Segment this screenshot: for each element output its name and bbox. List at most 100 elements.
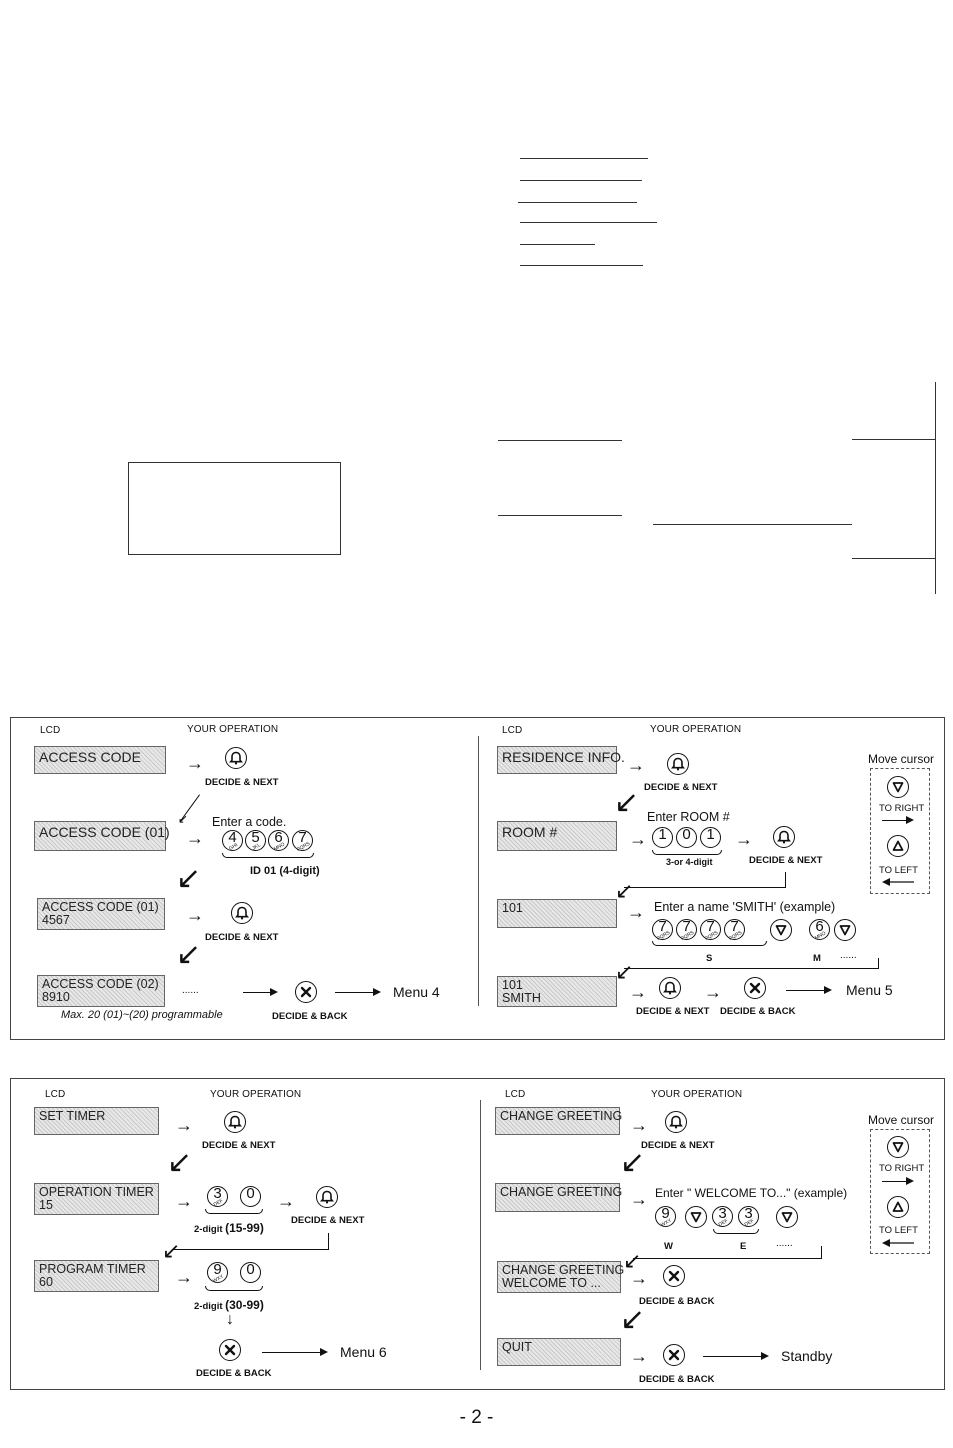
blank-line (498, 515, 622, 516)
letter-brace (713, 1229, 759, 1234)
down-triangle-icon[interactable] (685, 1206, 707, 1228)
blank-line (520, 222, 657, 223)
decide-next-label: DECIDE & NEXT (749, 855, 823, 866)
operation-header: YOUR OPERATION (210, 1089, 302, 1100)
operation-header: YOUR OPERATION (651, 1089, 743, 1100)
return-line (633, 1246, 822, 1259)
letter-e: E (740, 1241, 747, 1252)
enter-name-text: Enter a name 'SMITH' (example) (654, 900, 836, 914)
decide-back-label: DECIDE & BACK (720, 1006, 796, 1017)
key-0-icon[interactable]: 0 (240, 1186, 261, 1207)
bell-icon[interactable] (225, 747, 247, 769)
empty-box (128, 462, 341, 555)
panel-divider (480, 1100, 481, 1370)
lcd-header: LCD (505, 1089, 526, 1100)
standby-label: Standby (781, 1348, 833, 1364)
return-line (624, 958, 879, 969)
blank-line (852, 558, 936, 559)
bell-icon[interactable] (231, 902, 253, 924)
digit-brace (205, 1286, 263, 1291)
key-1-icon[interactable]: 1 (652, 827, 673, 848)
cancel-x-icon[interactable] (219, 1339, 241, 1361)
menu-5-label: Menu 5 (846, 982, 893, 998)
to-left-label: TO LEFT (879, 865, 918, 876)
arrow-right: → (175, 1115, 193, 1135)
arrow-right: → (630, 1115, 648, 1135)
long-arrow (786, 986, 832, 994)
up-triangle-icon[interactable] (887, 835, 909, 857)
arrow-right: → (630, 1268, 648, 1288)
bell-icon[interactable] (316, 1186, 338, 1208)
arrow-right: → (735, 829, 753, 849)
cancel-x-icon[interactable] (295, 981, 317, 1003)
arrow-right: → (277, 1191, 295, 1211)
key-0-icon[interactable]: 0 (240, 1262, 261, 1283)
bell-icon[interactable] (659, 977, 681, 999)
digit-brace (222, 853, 314, 858)
key-0-icon[interactable]: 0 (676, 827, 697, 848)
blank-line (520, 244, 595, 245)
arrow-right: → (627, 755, 645, 775)
down-triangle-icon[interactable] (776, 1206, 798, 1228)
cancel-x-icon[interactable] (663, 1344, 685, 1366)
right-arrow (882, 816, 914, 824)
menu-4-label: Menu 4 (393, 984, 440, 1000)
return-line (624, 872, 786, 888)
bell-icon[interactable] (224, 1111, 246, 1133)
down-left-arrow: ↙ (176, 862, 202, 895)
room-digit-label: 3-or 4-digit (666, 857, 713, 867)
arrow-right: → (704, 982, 722, 1002)
blank-line (520, 265, 643, 266)
letter-m: M (813, 953, 821, 964)
long-arrow (262, 1348, 328, 1356)
decide-back-label: DECIDE & BACK (196, 1368, 272, 1379)
down-triangle-icon[interactable] (887, 1136, 909, 1158)
lcd-change-greeting: CHANGE GREETING (495, 1107, 622, 1135)
panel-divider (478, 736, 479, 1006)
lcd-access-code-01-value: ACCESS CODE (01)4567 (37, 898, 165, 930)
up-triangle-icon[interactable] (887, 1196, 909, 1218)
continue-dots: ...... (776, 1238, 793, 1249)
arrow-head: ↙ (162, 1238, 181, 1263)
arrow-right: → (186, 905, 204, 925)
letter-brace (652, 941, 767, 946)
lcd-set-timer: SET TIMER (34, 1107, 159, 1135)
digit-brace (205, 1209, 263, 1214)
down-triangle-icon[interactable] (887, 776, 909, 798)
key-1-icon[interactable]: 1 (700, 827, 721, 848)
arrow-head: ↙ (623, 1248, 642, 1273)
letter-w: W (664, 1241, 673, 1252)
arrow-right: → (186, 828, 204, 848)
arrow-down: ↓ (226, 1311, 234, 1328)
bell-icon[interactable] (665, 1111, 687, 1133)
bell-icon[interactable] (773, 826, 795, 848)
to-right-label: TO RIGHT (879, 803, 925, 814)
cancel-x-icon[interactable] (744, 977, 766, 999)
decide-back-label: DECIDE & BACK (639, 1296, 715, 1307)
enter-greeting-text: Enter " WELCOME TO..." (example) (655, 1186, 848, 1200)
operation-header: YOUR OPERATION (650, 724, 742, 735)
bell-icon[interactable] (667, 753, 689, 775)
down-triangle-icon[interactable] (770, 919, 792, 941)
max-programmable-note: Max. 20 (01)~(20) programmable (61, 1009, 223, 1021)
cancel-x-icon[interactable] (663, 1265, 685, 1287)
down-triangle-icon[interactable] (834, 919, 856, 941)
arrow-right: → (627, 902, 645, 922)
lcd-room-number: ROOM # (497, 821, 617, 851)
